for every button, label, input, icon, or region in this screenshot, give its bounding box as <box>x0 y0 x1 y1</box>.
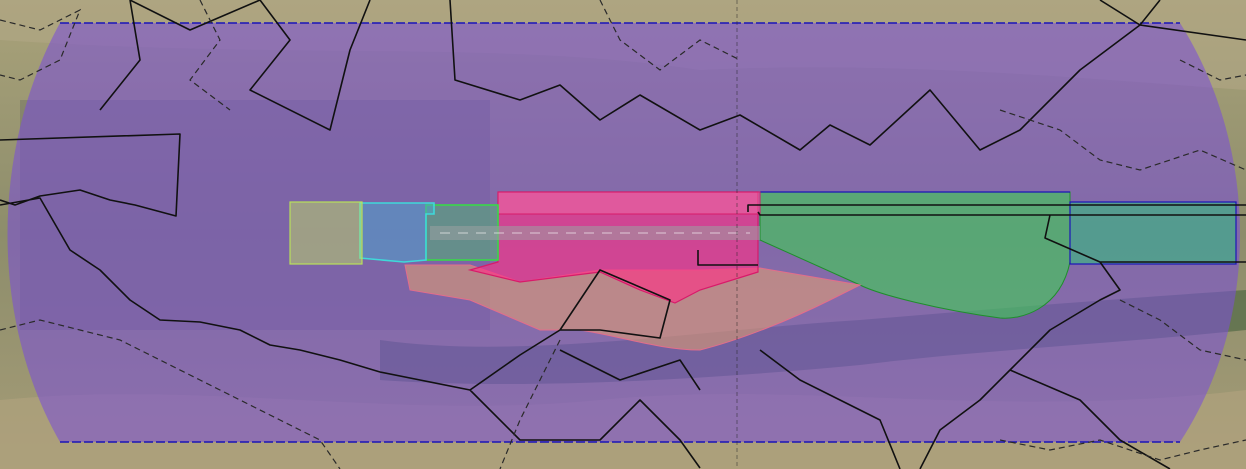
pink-zone-top-strip <box>497 191 761 215</box>
cyan-zone <box>359 202 435 263</box>
east-runway-extension-zone <box>1069 201 1237 265</box>
pink-runway-zone <box>467 191 759 304</box>
runway <box>430 226 760 240</box>
yellow-zone <box>289 201 363 265</box>
orange-zone <box>404 264 862 351</box>
green-approach-zone <box>759 191 1071 319</box>
